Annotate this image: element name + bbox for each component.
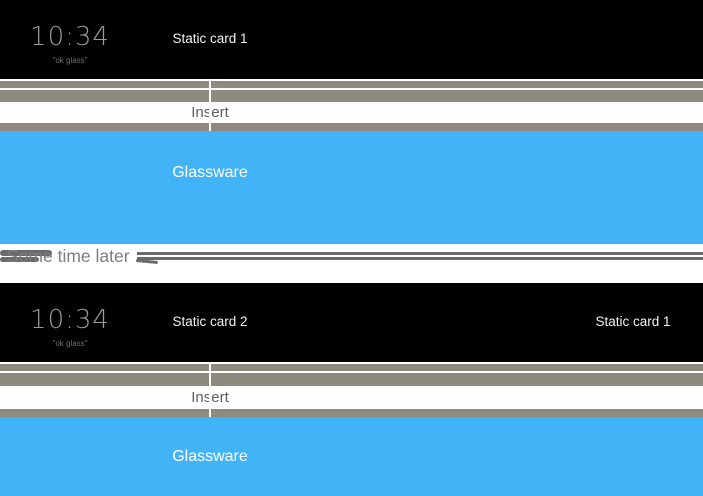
static-card-1-label: Static card 1 [595, 314, 671, 329]
timeline-break-line [137, 252, 703, 255]
timeline-track-bar [0, 364, 703, 371]
timeline-track-bar [0, 409, 703, 417]
timeline-slot-divider [209, 362, 211, 417]
timeline-track-bar [0, 81, 703, 88]
timeline-track-bar [0, 123, 703, 131]
squiggle-line [0, 257, 39, 262]
squiggle-line [0, 250, 52, 256]
timeline-track-bar [0, 90, 703, 102]
some-time-later-label: Some time later [7, 246, 130, 266]
ok-glass-hint: "ok glass" [52, 339, 88, 348]
glassware-label: Glassware [172, 164, 248, 181]
clock-time: 10:34 [30, 22, 110, 52]
ok-glass-hint: "ok glass" [52, 56, 88, 65]
glassware-box-1: Glassware [0, 131, 703, 244]
glassware-label: Glassware [172, 448, 248, 465]
glassware-box-2: Glassware [0, 417, 703, 496]
static-card-1-label: Static card 1 [172, 31, 248, 46]
static-card-2-label: Static card 2 [172, 314, 248, 329]
clock-time: 10:34 [30, 305, 110, 335]
timeline-card-strip-1: 10:34 "ok glass" Static card 1 [0, 0, 703, 79]
timeline-slot-divider [209, 79, 211, 131]
timeline-break-line [137, 257, 703, 260]
timeline-track-bar [0, 373, 703, 386]
timeline-card-strip-2: 10:34 "ok glass" Static card 2 Static ca… [0, 283, 703, 362]
